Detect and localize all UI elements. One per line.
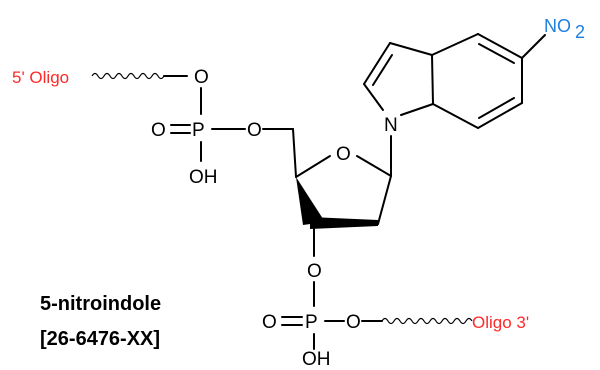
three-prime-wavy-linker [381,317,473,325]
bond-c6-c7-inner [478,97,515,119]
top-phosphate-group [91,72,297,178]
three-prime-oligo-label: Oligo 3' [472,313,529,332]
bond-c4-to-c5 [477,33,523,59]
bottom-phosphate-group [281,281,473,350]
bond-n-to-c2 [363,83,384,111]
bond-c4-to-ring-o [295,155,331,178]
bond-c2-c3-inner [372,54,393,86]
atom-o-mid: O [307,261,322,282]
atom-o-double-top: O [151,120,166,141]
atom-oh-bottom: OH [302,349,331,370]
atom-o-ester-bottom: O [346,312,361,333]
bond-c5-to-nitro [521,34,546,59]
atom-oh-top: OH [189,167,218,188]
atom-p-bottom: P [305,312,318,333]
bond-c4-c5-inner [478,43,515,64]
compound-code: [26-6476-XX] [40,328,160,350]
five-prime-oligo-label: 5' Oligo [12,68,69,87]
bond-c3a-to-c4 [431,33,479,56]
bond-c7-to-c7a [432,103,479,129]
atom-o-ester-top: O [247,120,262,141]
five-prime-wavy-linker [91,72,165,80]
bond-n-to-c7a [400,103,434,116]
nitro-subscript-text: 2 [575,22,585,42]
bond-c3-to-c3a [389,42,433,56]
wedge-c4-to-c3 [296,177,325,225]
nitro-main-text: NO [544,16,571,36]
nitroindole-ring-system [363,33,546,129]
wedge-c3-to-c2 [310,217,378,229]
atom-p-top: P [192,120,205,141]
compound-name: 5-nitroindole [40,293,161,315]
bond-c1-to-c2 [377,175,392,225]
bond-ring-o-to-c1 [356,155,392,177]
atom-o-ring: O [336,144,351,165]
bond-c3a-to-c7a [431,54,434,105]
atom-o-double-bottom: O [262,312,277,333]
deoxyribose-ring [295,135,392,257]
atom-o-top: O [194,67,209,88]
bond-c2-to-c3 [363,42,391,85]
atom-n-indole: N [384,115,398,136]
bond-c6-to-c7 [477,102,523,129]
bond-c5-to-c4 [292,128,297,178]
